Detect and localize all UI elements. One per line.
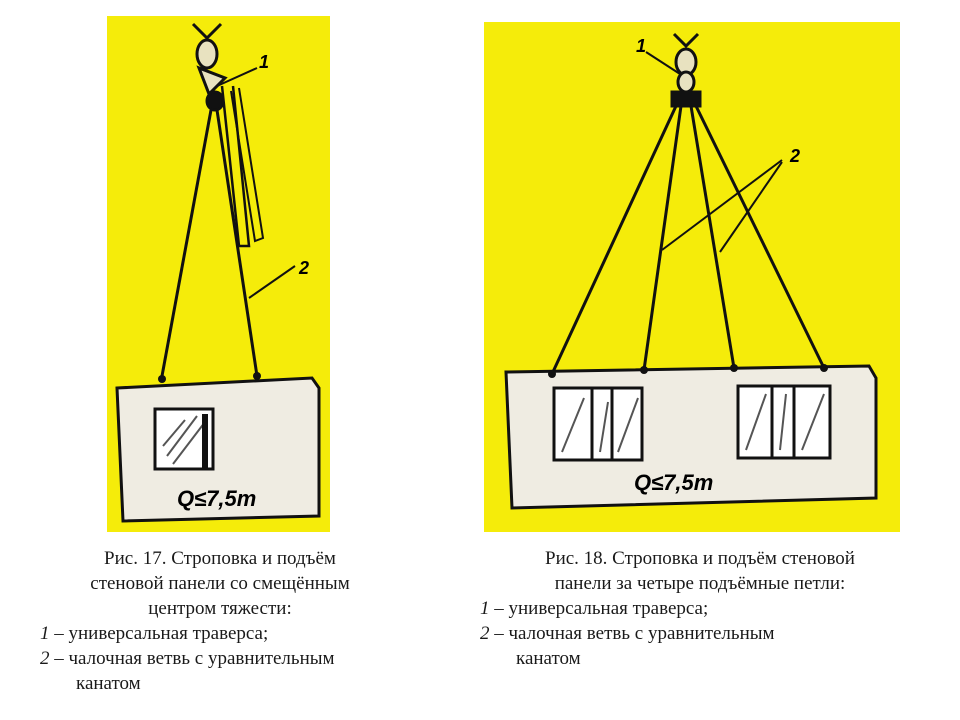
legend-item: 2 – чалочная ветвь с уравнительным <box>40 646 400 671</box>
load-capacity-label: Q≤7,5т <box>177 486 256 511</box>
legend-item: 1 – универсальная траверса; <box>40 621 400 646</box>
figure-18-drawing: 1 2 Q≤7,5т <box>484 22 900 532</box>
caption-line: стеновой панели со смещённым <box>90 573 350 594</box>
traverse-hook-icon <box>645 32 702 108</box>
legend-continuation: канатом <box>516 648 581 669</box>
figure-18-caption: Рис. 18. Строповка и подъём стеновой пан… <box>480 546 920 671</box>
figure-17-illustration: 1 2 Q≤7,5т <box>107 16 330 532</box>
figure-17-drawing: 1 2 Q≤7,5т <box>107 16 330 532</box>
caption-line: панели за четыре подъёмные петли: <box>554 573 846 594</box>
legend-text: – универсальная траверса; <box>49 623 269 644</box>
caption-line: центром тяжести: <box>148 598 292 619</box>
legend-continuation: канатом <box>76 673 141 694</box>
label-2: 2 <box>298 258 309 278</box>
legend-number: 2 <box>40 648 50 669</box>
label-1: 1 <box>636 36 646 56</box>
figure-17-caption: Рис. 17. Строповка и подъём стеновой пан… <box>40 546 400 696</box>
legend-item: 2 – чалочная ветвь с уравнительным <box>480 621 920 646</box>
legend-text: – чалочная ветвь с уравнительным <box>489 623 775 644</box>
legend-number: 1 <box>40 623 50 644</box>
caption-line: Рис. 18. Строповка и подъём стеновой <box>545 548 855 569</box>
label-2: 2 <box>789 146 800 166</box>
wall-panel <box>504 364 878 510</box>
legend-number: 2 <box>480 623 490 644</box>
legend-text: – чалочная ветвь с уравнительным <box>49 648 335 669</box>
sling-ropes <box>550 105 826 375</box>
label-1: 1 <box>259 52 269 72</box>
legend-item: 1 – универсальная траверса; <box>480 596 920 621</box>
traverse-hook-icon <box>191 22 258 112</box>
figure-18-illustration: 1 2 Q≤7,5т <box>484 22 900 532</box>
sling-ropes <box>160 85 296 377</box>
load-capacity-label: Q≤7,5т <box>634 470 713 495</box>
legend-text: – универсальная траверса; <box>489 598 709 619</box>
wall-panel <box>115 372 321 523</box>
caption-line: Рис. 17. Строповка и подъём <box>104 548 336 569</box>
legend-number: 1 <box>480 598 490 619</box>
